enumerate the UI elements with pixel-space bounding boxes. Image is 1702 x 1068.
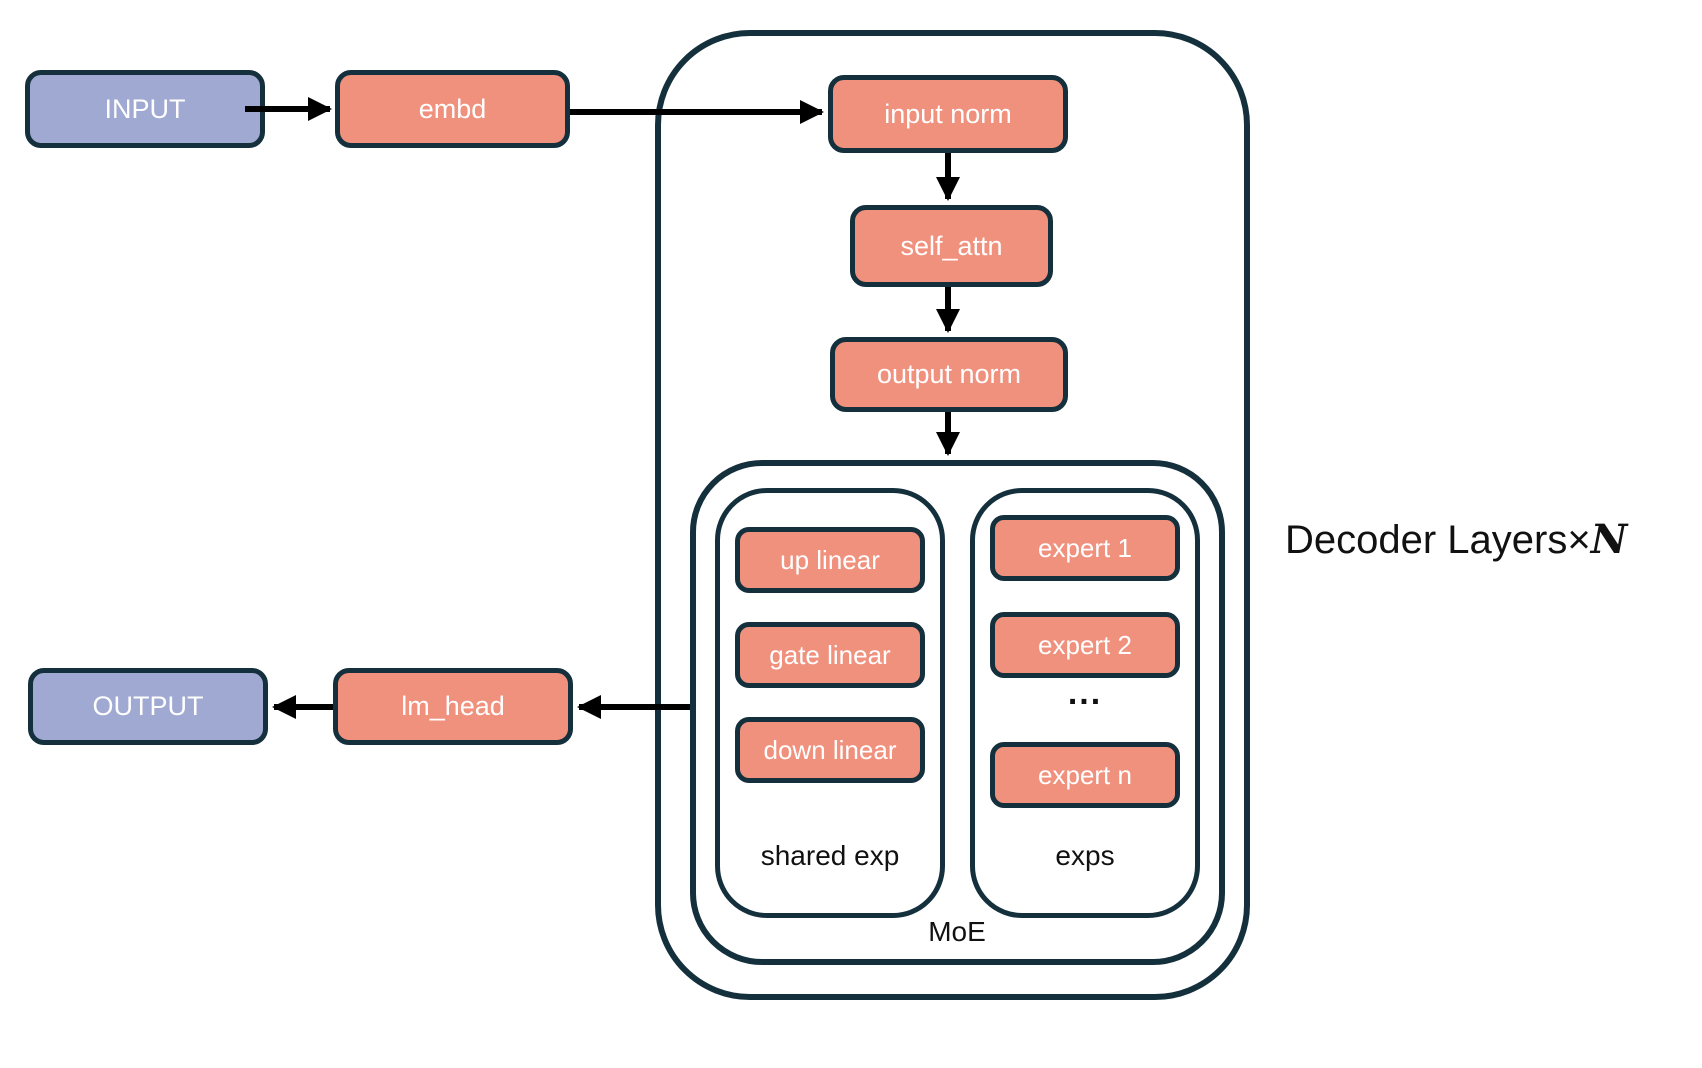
- expert-n-label: expert n: [1038, 759, 1132, 790]
- moe-container: [690, 460, 1225, 965]
- decoder-layers-container: [655, 30, 1250, 1000]
- down-linear-label: down linear: [763, 734, 897, 765]
- up-linear-box: up linear: [735, 527, 925, 593]
- exps-container: [970, 488, 1200, 918]
- expert-2-box: expert 2: [990, 612, 1180, 678]
- expert-1-label: expert 1: [1038, 532, 1132, 563]
- self-attn-label: self_attn: [900, 230, 1003, 261]
- input-norm-label: input norm: [884, 98, 1012, 129]
- expert-2-label: expert 2: [1038, 629, 1132, 660]
- moe-label: MoE: [928, 916, 986, 947]
- gate-linear-label: gate linear: [769, 639, 891, 670]
- shared-exp-label: shared exp: [760, 840, 900, 871]
- shared-exp-container: [715, 488, 945, 918]
- exps-label: exps: [1055, 840, 1115, 871]
- up-linear-label: up linear: [780, 544, 880, 575]
- embd-box-label: embd: [418, 93, 487, 124]
- down-linear-box: down linear: [735, 717, 925, 783]
- decoder-layers-label-text: Decoder Layers×: [1285, 518, 1591, 562]
- decoder-layers-n: N: [1590, 516, 1628, 563]
- output-norm-label: output norm: [876, 359, 1022, 389]
- output-box-label: OUTPUT: [92, 691, 204, 721]
- decoder-layers-label: Decoder Layers×N: [1285, 518, 1627, 562]
- embd-box: embd: [335, 70, 570, 148]
- input-box-label: INPUT: [104, 93, 186, 124]
- self-attn-box: self_attn: [850, 205, 1053, 287]
- expert-1-box: expert 1: [990, 515, 1180, 581]
- output-box: OUTPUT: [28, 668, 268, 745]
- expert-n-box: expert n: [990, 742, 1180, 808]
- output-norm-box: output norm: [830, 337, 1068, 412]
- input-norm-box: input norm: [828, 75, 1068, 153]
- experts-ellipsis: ...: [1067, 674, 1103, 712]
- lm-head-label: lm_head: [401, 691, 505, 721]
- lm-head-box: lm_head: [333, 668, 573, 745]
- gate-linear-box: gate linear: [735, 622, 925, 688]
- input-box: INPUT: [25, 70, 265, 148]
